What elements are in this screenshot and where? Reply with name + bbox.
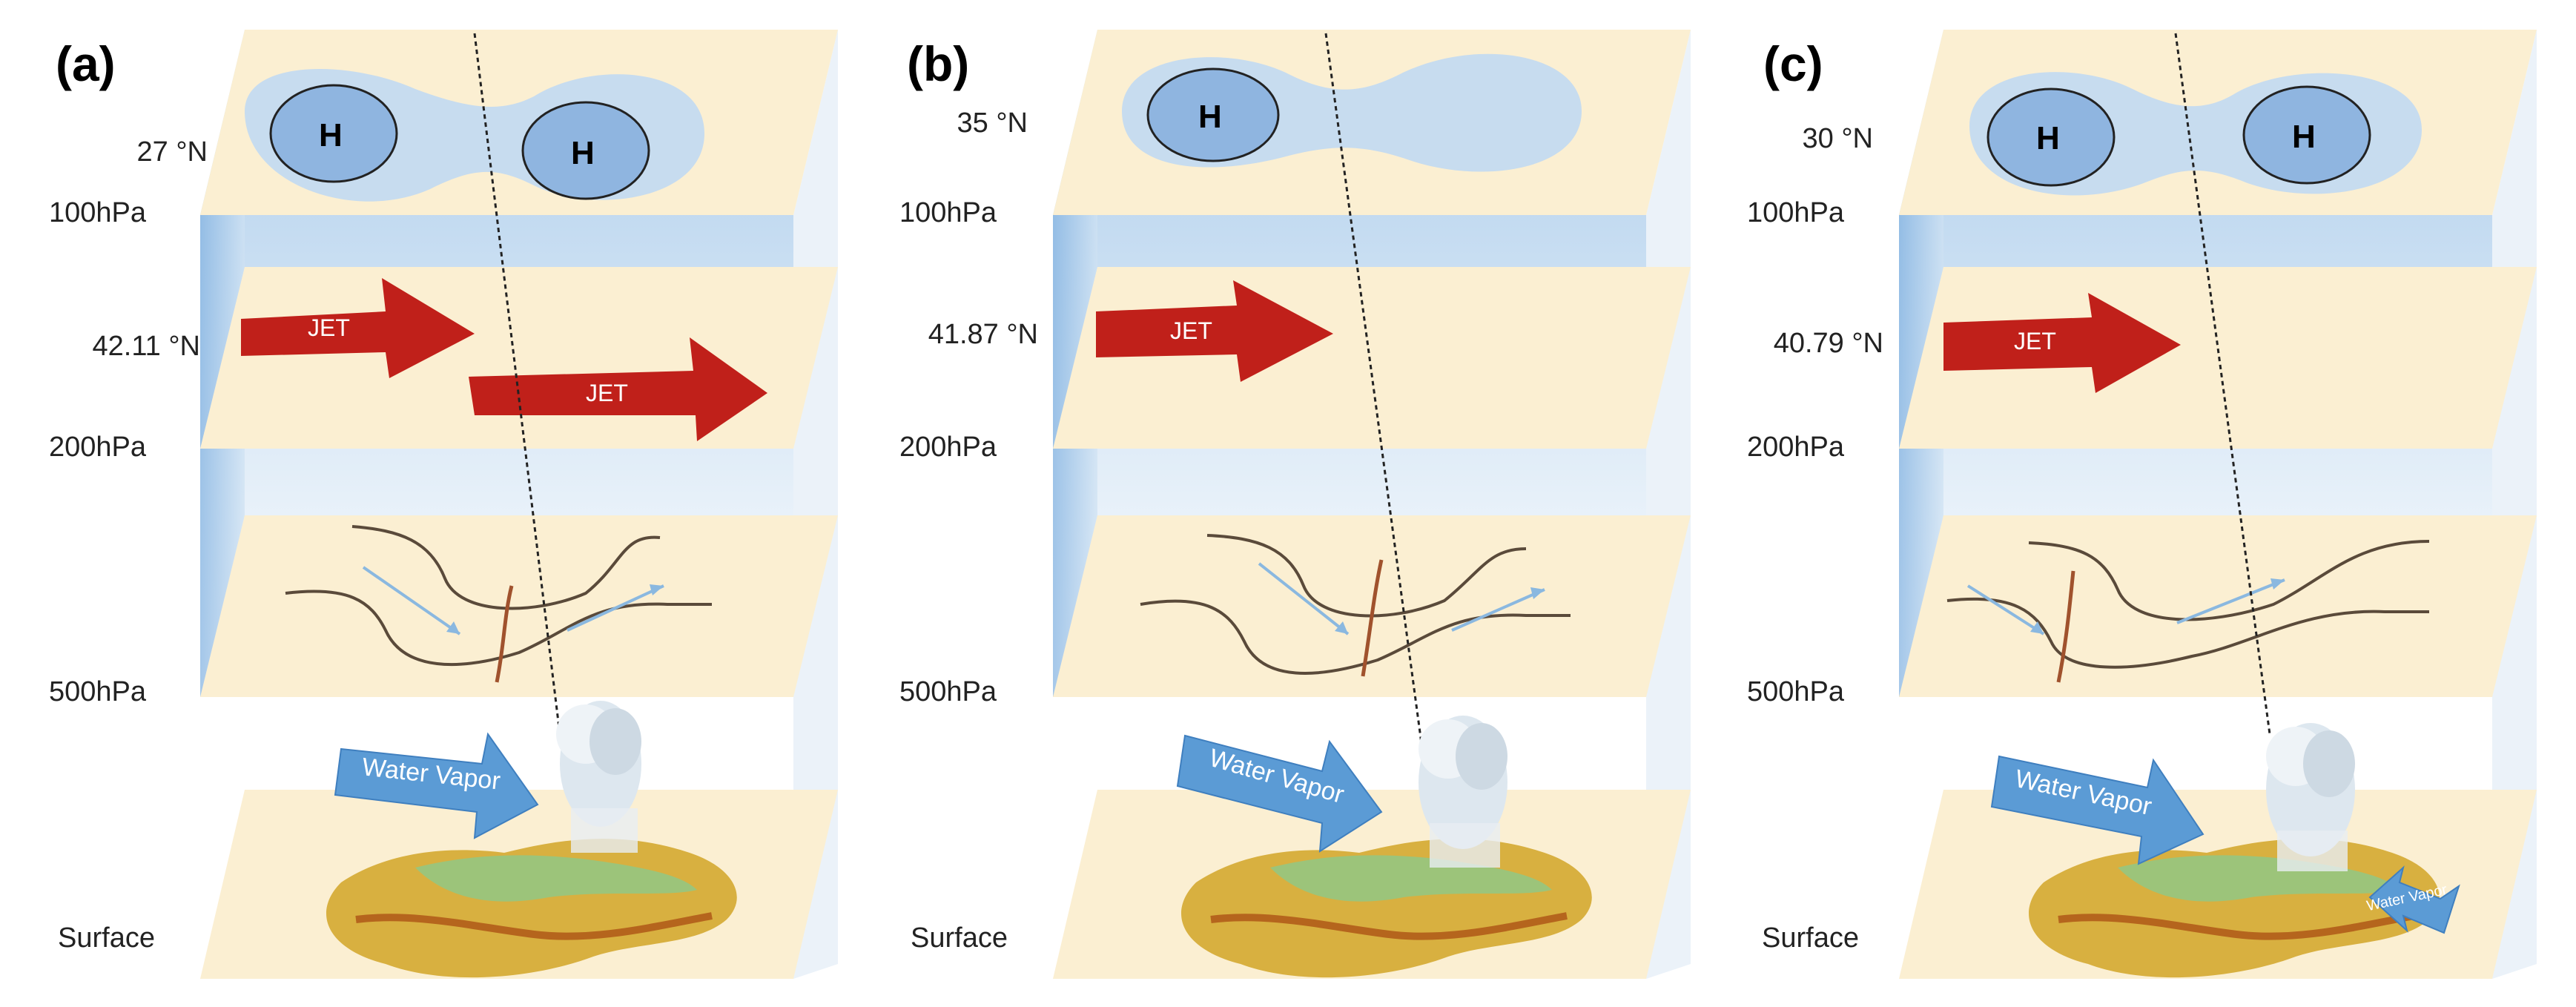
latitude-label-jet: 42.11 °N [92,331,200,362]
level-label-100hpa: 100hPa [49,197,147,228]
jet-label-1: JET [2014,328,2056,354]
latitude-label-upper: 35 °N [957,108,1028,139]
contour-line-2 [285,590,712,667]
jet-label-1: JET [308,314,350,341]
panel-c-diagram [1899,30,2537,979]
contour-line-1 [351,525,661,610]
water-vapor-arrow [334,732,539,839]
level-label-surface: Surface [58,922,155,954]
level-label-200hpa: 200hPa [1747,432,1845,463]
level-label-200hpa: 200hPa [899,432,997,463]
trough-axis [2056,570,2075,683]
jet-arrow-2 [469,337,767,441]
terrain-green [415,855,697,902]
flow-arrow-1 [362,566,461,635]
flow-arrow-1 [1258,562,1350,635]
plane-200hpa [1899,267,2537,449]
dashed-axis-line [2174,33,2271,735]
jet-arrow-1 [1096,280,1333,382]
panel-label: (a) [56,36,116,91]
level-label-500hpa: 500hPa [49,676,147,707]
level-label-100hpa: 100hPa [899,197,997,228]
panel-c: (c) 30 °N 40.79 °N 100hPa 200hPa 500hPa … [1717,0,2576,1007]
contour-line-1 [2028,540,2430,621]
dashed-axis-line [1324,33,1424,750]
jet-label-2: JET [586,380,628,406]
panel-b: (b) 35 °N 41.87 °N 100hPa 200hPa 500hPa … [859,0,1717,1007]
level-label-500hpa: 500hPa [1747,676,1845,707]
cloud-icon [556,701,641,853]
contour-line-1 [1206,534,1527,618]
terrain-ridge [355,912,713,940]
terrain-ridge [2058,912,2415,940]
high-label-1: H [319,117,343,153]
trough-axis [1361,559,1384,677]
water-vapor-arrow-1 [1990,755,2205,865]
flow-arrow-1 [1966,584,2045,635]
flow-arrow-2 [2176,578,2285,624]
plane-500hpa [200,515,838,697]
jet-arrow-1 [1943,293,2181,393]
panel-a-diagram [200,30,838,979]
panel-a: (a) 27 °N 42.11 °N 100hPa 200hPa 500hPa … [0,0,859,1007]
level-label-surface: Surface [1762,922,1859,954]
contour-line-2 [1140,599,1571,675]
level-label-100hpa: 100hPa [1747,197,1845,228]
high-label-1: H [2036,120,2060,156]
high-pressure-cell-1 [1987,88,2116,187]
panel-b-diagram [1053,30,1691,979]
terrain-ridge [1210,912,1568,940]
high-pressure-cell-2 [521,101,650,200]
high-pressure-cell-1 [269,84,398,183]
latitude-label-jet: 40.79 °N [1773,328,1883,359]
panel-label: (b) [907,36,970,91]
high-label-2: H [571,135,595,171]
level-label-200hpa: 200hPa [49,432,147,463]
water-vapor-arrow-2 [2368,865,2460,934]
high-pressure-cell-2 [2242,85,2371,185]
jet-arrow-1 [241,278,475,378]
flow-arrow-2 [1451,588,1545,632]
high-label-2: H [2292,119,2316,155]
contour-line-2 [1946,597,2429,669]
high-pressure-cell-1 [1146,67,1280,162]
trough-axis [495,585,514,683]
level-label-500hpa: 500hPa [899,676,997,707]
cloud-icon [1419,716,1507,868]
panel-label: (c) [1763,36,1823,91]
latitude-label-upper: 30 °N [1802,123,1873,154]
jet-label-1: JET [1170,317,1212,344]
plane-200hpa [1053,267,1691,449]
high-label-1: H [1198,99,1222,135]
level-label-surface: Surface [911,922,1008,954]
plane-200hpa [200,267,838,449]
cloud-icon [2266,723,2355,871]
dashed-axis-line [473,33,561,735]
flow-arrow-2 [567,584,664,632]
latitude-label-upper: 27 °N [136,136,208,168]
latitude-label-jet: 41.87 °N [928,319,1038,350]
water-vapor-arrow [1176,734,1383,853]
